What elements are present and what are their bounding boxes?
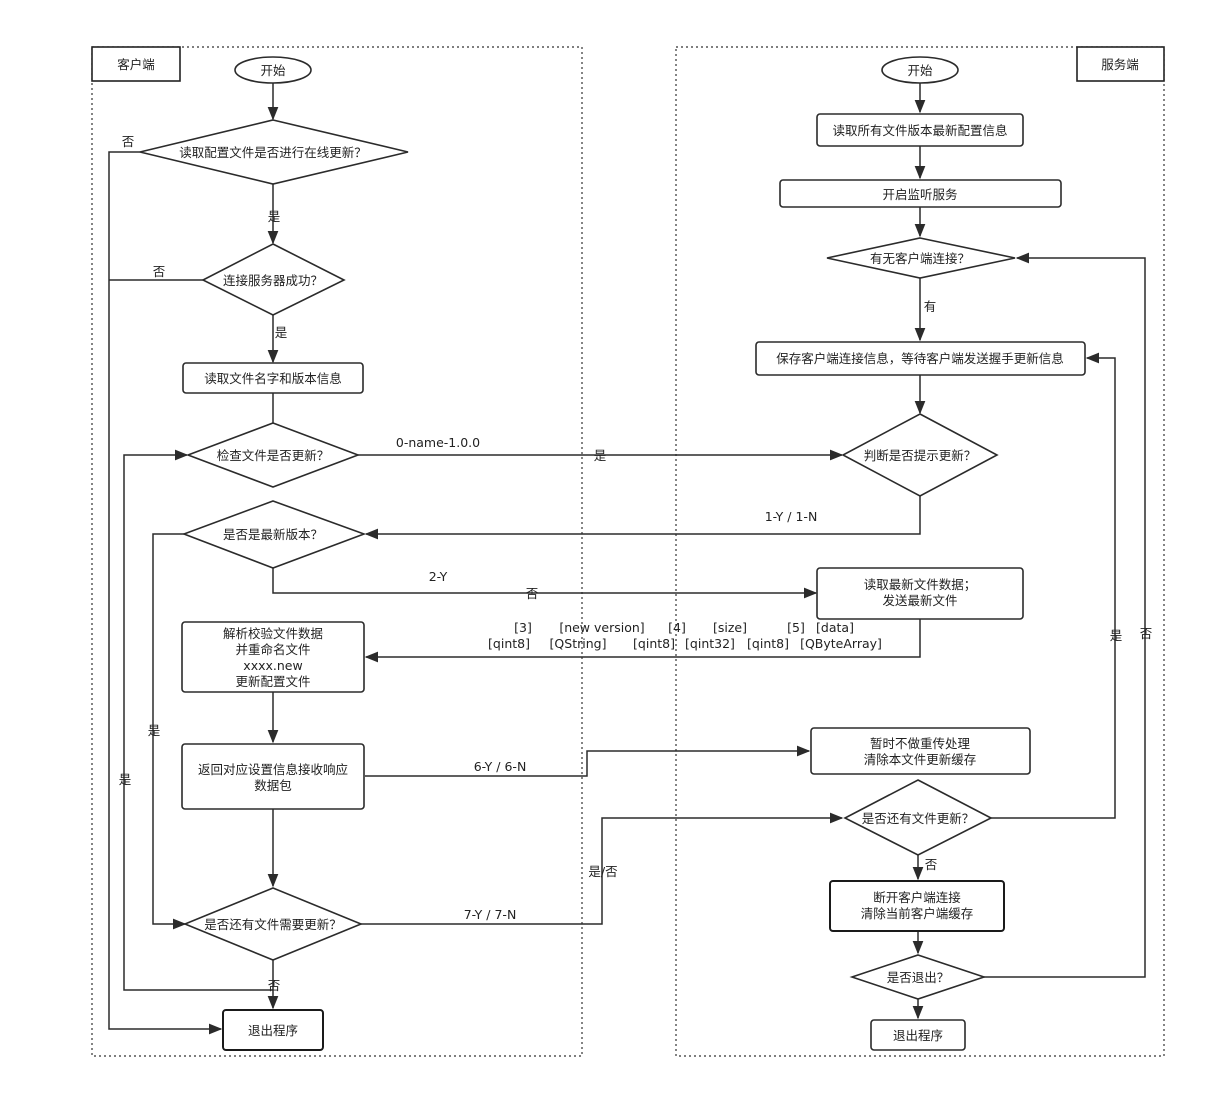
packet-bottom-3: [qint8] (633, 636, 675, 651)
client-more-files-label: 是否还有文件需要更新？ (204, 917, 342, 932)
label-moreupdates-no: 否 (925, 857, 938, 872)
server-start-node (881, 56, 959, 84)
packet-top-6: [data] (816, 620, 854, 635)
label-yes-no: 是/否 (588, 864, 617, 879)
client-region-title-box (91, 46, 181, 82)
client-is-latest-decision (181, 500, 367, 569)
client-connect-label: 连接服务器成功？ (223, 273, 323, 288)
label-msg-0: 0-name-1.0.0 (396, 435, 480, 450)
server-read-latest-line-1: 读取最新文件数据； (864, 577, 977, 592)
client-read-file-info-node (182, 362, 364, 394)
client-more-files-decision (182, 887, 364, 961)
server-exit-label: 退出程序 (893, 1028, 943, 1043)
client-exit-label: 退出程序 (248, 1023, 298, 1038)
edge-more-to-moreupdates (361, 812, 844, 925)
client-start-label: 开始 (260, 63, 286, 78)
label-msg-1: 1-Y / 1-N (765, 509, 818, 524)
client-region (91, 46, 583, 1057)
server-disconnect-node (829, 880, 1005, 932)
packet-bottom-1: [qint8] (488, 636, 530, 651)
packet-top-4: [size] (713, 620, 747, 635)
client-check-update-decision (185, 422, 361, 488)
client-parse-file-line-1: 解析校验文件数据 (223, 626, 323, 641)
edge-ack-to-noresend (365, 745, 811, 777)
edge-loop-to-check (123, 449, 273, 991)
edge-judge-to-latest (364, 496, 921, 540)
server-no-resend-line-1: 暂时不做重传处理 (870, 736, 971, 751)
server-judge-prompt-decision (841, 413, 999, 497)
edge-exitq-no-to-hasclient (984, 252, 1146, 978)
client-return-ack-line-1: 返回对应设置信息接收响应 (198, 762, 348, 777)
client-return-ack-node (181, 743, 365, 810)
client-read-file-info-label: 读取文件名字和版本信息 (204, 371, 342, 386)
label-latest-yes: 是 (148, 723, 161, 738)
label-config-no: 否 (122, 134, 135, 149)
client-exit-node (222, 1009, 324, 1051)
packet-top-3: [4] (668, 620, 686, 635)
label-loop-yes: 是 (119, 772, 132, 787)
label-config-yes: 是 (268, 209, 281, 224)
label-check-yes: 是 (594, 448, 607, 463)
server-listen-node (779, 179, 1062, 208)
label-connect-no: 否 (153, 264, 166, 279)
client-read-config-decision (139, 119, 409, 185)
server-no-resend-node (810, 727, 1031, 775)
client-parse-file-line-2: 并重命名文件 (235, 642, 310, 657)
server-disconnect-line-2: 清除当前客户端缓存 (861, 906, 974, 921)
client-check-update-label: 检查文件是否更新？ (217, 448, 330, 463)
label-msg-6: 6-Y / 6-N (474, 759, 527, 774)
client-parse-file-line-4: 更新配置文件 (235, 674, 310, 689)
server-region-title: 服务端 (1101, 57, 1139, 72)
server-has-client-label: 有无客户端连接？ (870, 251, 970, 266)
client-start-node (234, 56, 312, 84)
server-start-label: 开始 (907, 63, 933, 78)
server-has-client-decision (826, 237, 1016, 279)
server-read-versions-label: 读取所有文件版本最新配置信息 (832, 123, 1007, 138)
label-msg-2: 2-Y (429, 569, 448, 584)
client-region-title: 客户端 (117, 57, 155, 72)
server-save-client-node (755, 341, 1086, 376)
server-judge-prompt-label: 判断是否提示更新？ (864, 448, 977, 463)
server-region-title-box (1076, 46, 1165, 82)
edge-config-no-to-exit (108, 151, 223, 1035)
edge-latest-yes-to-more (152, 533, 187, 930)
client-is-latest-label: 是否是最新版本？ (223, 527, 323, 542)
server-exit-node (870, 1019, 966, 1051)
edge-moreupdates-yes-to-save (991, 352, 1116, 819)
server-no-resend-line-2: 清除本文件更新缓存 (864, 752, 977, 767)
label-exitq-no: 否 (1140, 626, 1153, 641)
label-latest-no: 否 (526, 586, 539, 601)
server-listen-label: 开启监听服务 (882, 187, 957, 202)
server-more-updates-decision (843, 779, 993, 856)
server-more-updates-label: 是否还有文件更新？ (862, 811, 975, 826)
packet-top-2: [new version] (559, 620, 644, 635)
client-connect-decision (201, 243, 346, 316)
packet-bottom-5: [qint8] (747, 636, 789, 651)
client-parse-file-line-3: xxxx.new (243, 658, 302, 673)
server-disconnect-line-1: 断开客户端连接 (873, 890, 961, 905)
label-has-client: 有 (924, 299, 937, 314)
packet-top-1: [3] (514, 620, 532, 635)
server-read-latest-node (816, 567, 1024, 620)
packet-bottom-4: [qint32] (685, 636, 735, 651)
server-save-client-label: 保存客户端连接信息，等待客户端发送握手更新信息 (776, 351, 1064, 366)
server-read-latest-line-2: 发送最新文件 (882, 593, 957, 608)
server-exit-q-decision (849, 954, 987, 1000)
server-region (675, 46, 1165, 1057)
client-read-config-label: 读取配置文件是否进行在线更新？ (179, 145, 367, 160)
label-moreupdates-yes: 是 (1110, 628, 1123, 643)
label-msg-7: 7-Y / 7-N (464, 907, 517, 922)
packet-bottom-2: [QString] (550, 636, 607, 651)
server-read-versions-node (816, 113, 1024, 147)
client-return-ack-line-2: 数据包 (254, 778, 292, 793)
packet-bottom-6: [QByteArray] (800, 636, 882, 651)
packet-top-5: [5] (787, 620, 805, 635)
edge-latest-no-to-readlatest (272, 568, 818, 599)
label-more-no: 否 (268, 978, 281, 993)
server-exit-q-label: 是否退出？ (887, 970, 950, 985)
edge-readlatest-to-parse (364, 619, 921, 663)
label-connect-yes: 是 (275, 325, 288, 340)
client-parse-file-node (181, 621, 365, 693)
